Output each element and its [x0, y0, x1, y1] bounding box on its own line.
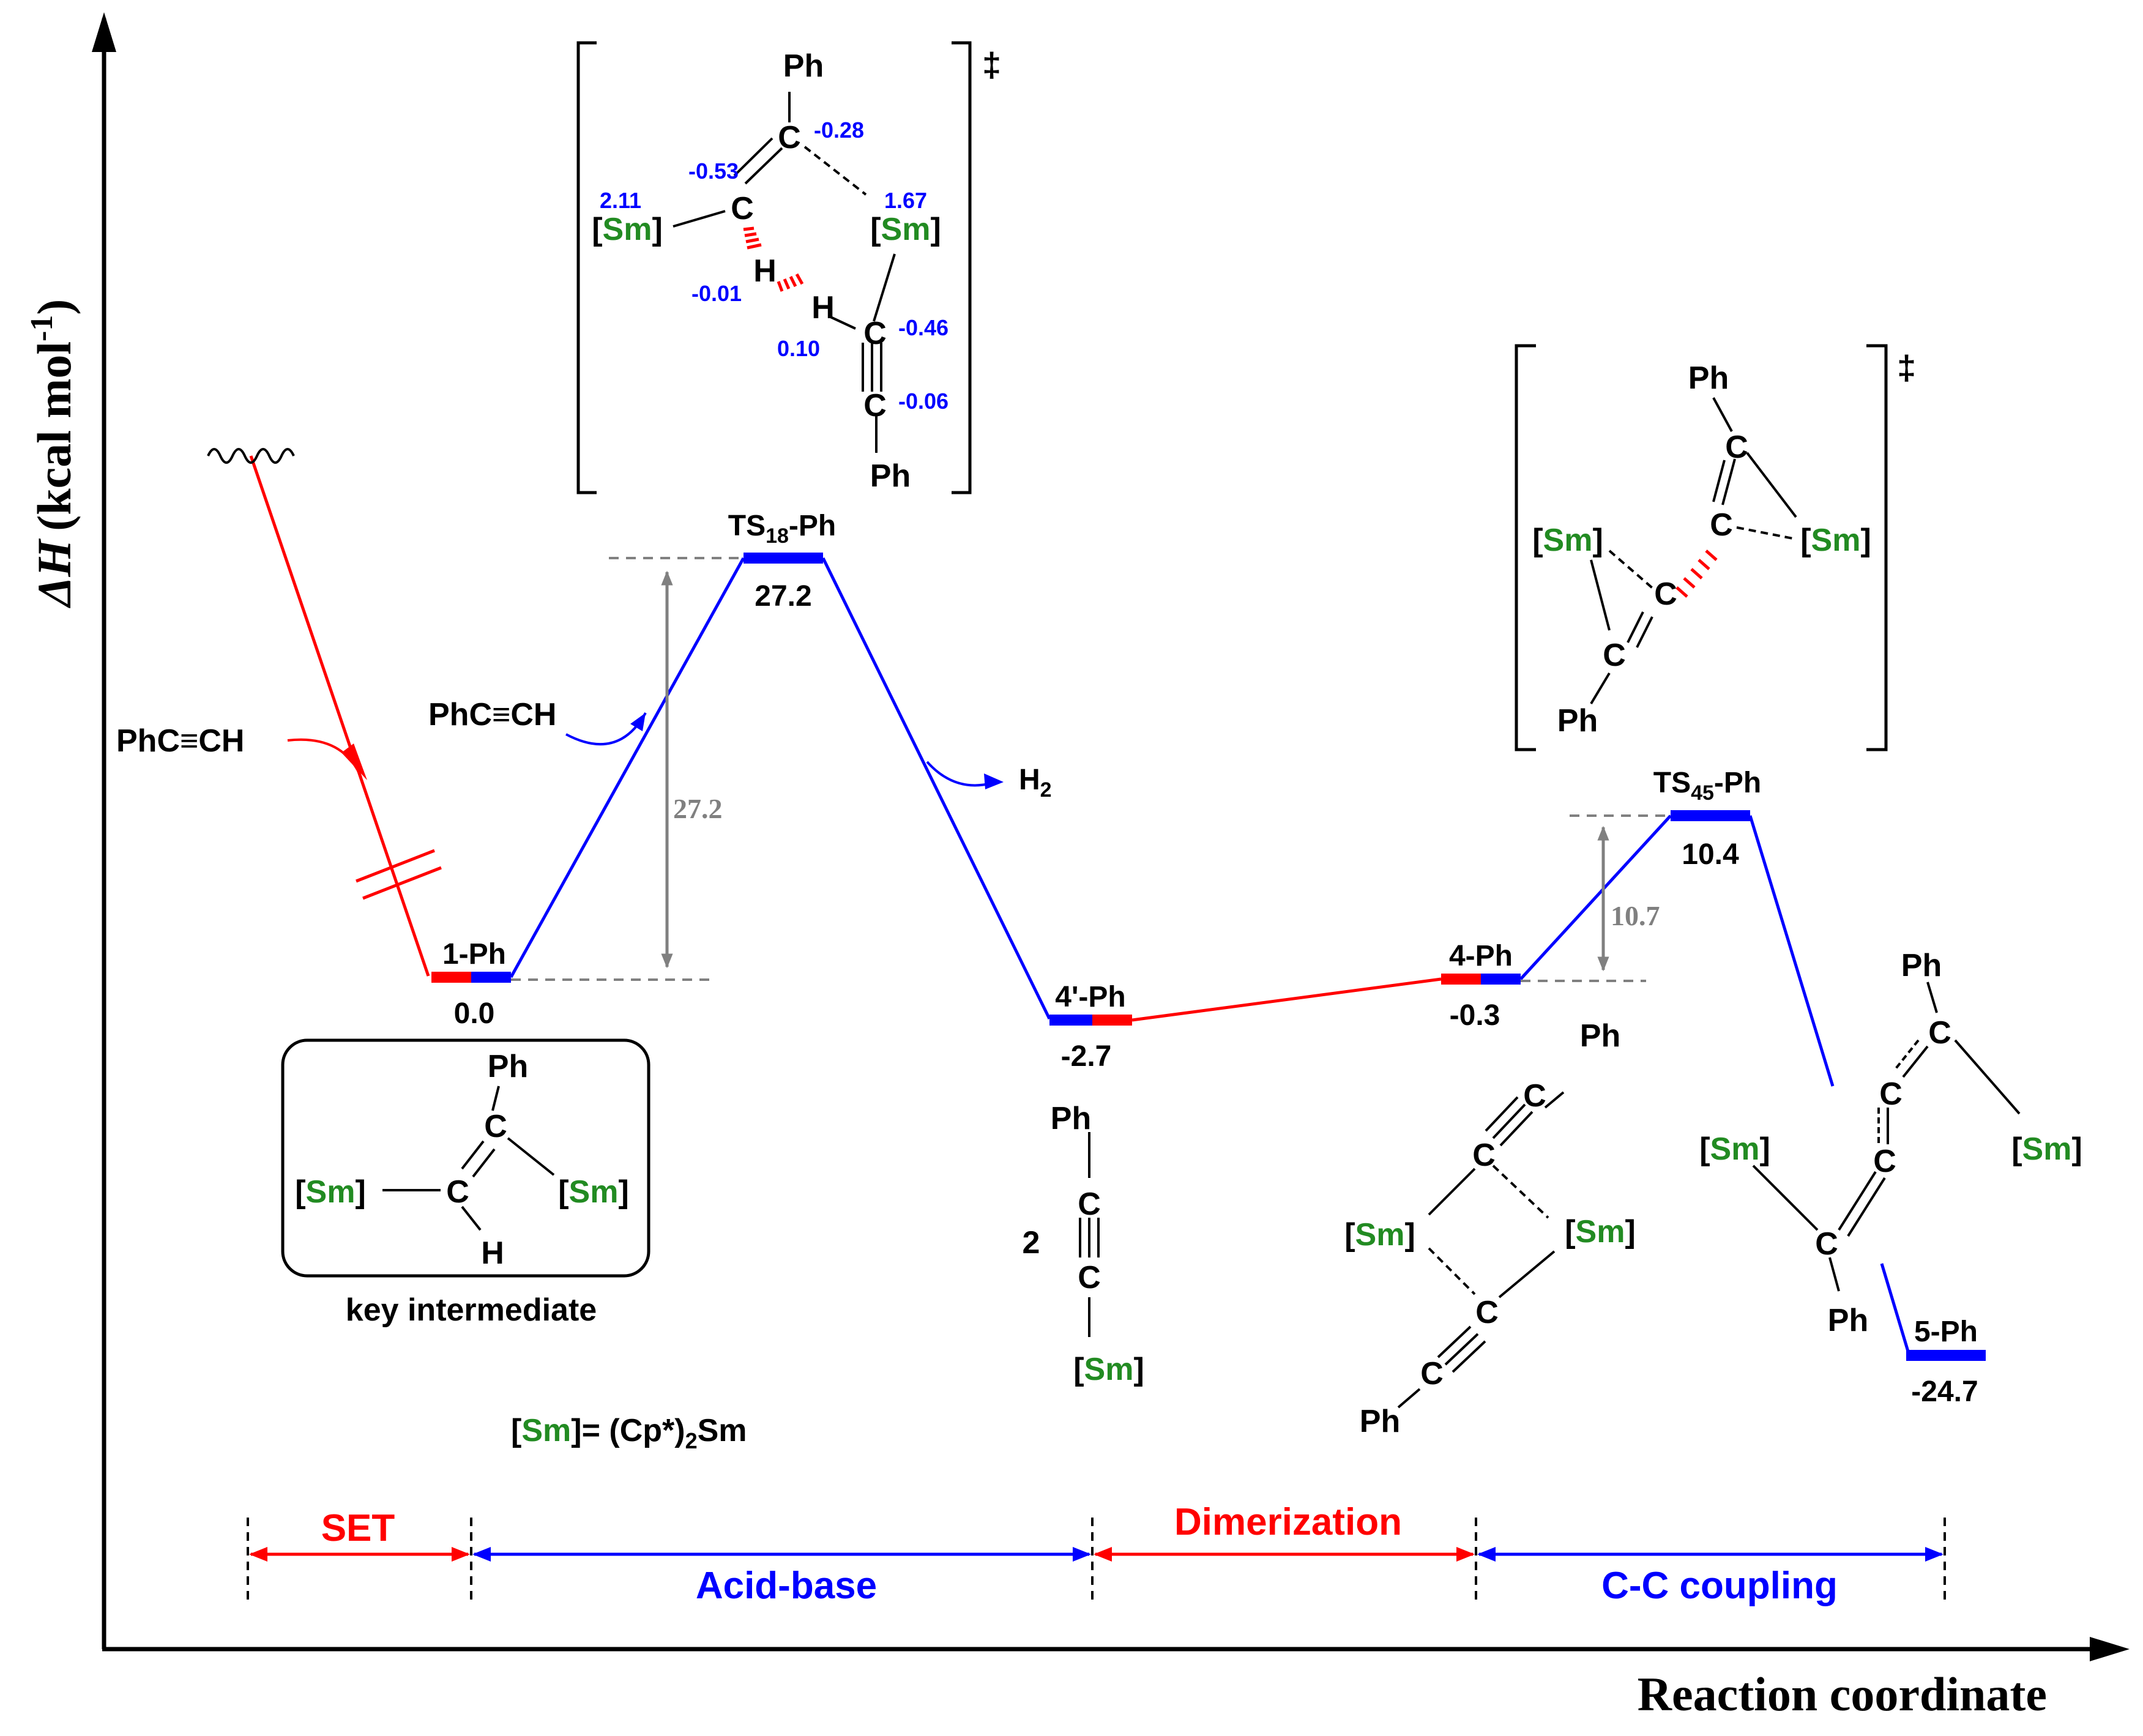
svg-text:[Sm]: [Sm]: [295, 1174, 366, 1210]
svg-text:C: C: [1475, 1295, 1499, 1330]
svg-text:C: C: [1873, 1144, 1896, 1179]
svg-text:-0.01: -0.01: [691, 281, 742, 306]
barrier-value-acid-base: 27.2: [673, 793, 723, 824]
svg-text:[Sm]: [Sm]: [870, 212, 941, 247]
svg-text:C: C: [484, 1109, 507, 1144]
svg-text:[Sm]: [Sm]: [1532, 523, 1603, 558]
svg-text:H: H: [811, 290, 835, 326]
ts45-structure: ‡ Ph C C C C Ph [Sm] [Sm]: [1515, 344, 1916, 751]
svg-text:-0.28: -0.28: [814, 117, 864, 143]
svg-text:[Sm]: [Sm]: [2011, 1131, 2082, 1167]
svg-text:C: C: [446, 1174, 469, 1210]
svg-text:-0.46: -0.46: [898, 315, 949, 340]
svg-text:C: C: [1654, 576, 1677, 612]
phase-bar: SET Acid-base Dimerization C-C coupling: [247, 1501, 1946, 1607]
svg-text:[Sm]: [Sm]: [558, 1174, 629, 1210]
ts18-double-dagger: ‡: [982, 45, 1001, 84]
svg-text:Ph: Ph: [1688, 360, 1729, 396]
barrier-value-coupling: 10.7: [1611, 900, 1660, 931]
key-intermediate-caption: key intermediate: [346, 1292, 597, 1328]
svg-text:Ph: Ph: [1580, 1018, 1620, 1054]
reagent-alkyne-mid: PhC≡CH: [428, 697, 556, 732]
svg-text:C: C: [731, 191, 754, 226]
svg-text:C: C: [1078, 1187, 1101, 1222]
svg-text:[Sm]: [Sm]: [592, 212, 663, 247]
level-labels: 1-Ph 0.0 TS18-Ph 27.2 4'-Ph -2.7 4-Ph -0…: [442, 510, 1978, 1408]
svg-text:H: H: [753, 253, 777, 289]
svg-text:C: C: [778, 120, 801, 155]
svg-text:C: C: [863, 388, 887, 423]
monomer-structure: Ph C C 2 [Sm]: [1023, 1101, 1144, 1387]
svg-text:H: H: [481, 1235, 504, 1271]
energy-4-ph: -0.3: [1450, 999, 1500, 1032]
label-ts18-ph: TS18-Ph: [728, 510, 837, 548]
label-1-ph: 1-Ph: [442, 938, 506, 970]
energy-1-ph: 0.0: [454, 997, 495, 1030]
phase-dimerization: Dimerization: [1174, 1501, 1402, 1543]
svg-text:C: C: [1725, 430, 1748, 465]
phase-coupling: C-C coupling: [1601, 1565, 1838, 1607]
y-axis-label: ΔH(kcal mol-1): [24, 299, 81, 609]
reagent-h2: H2: [1019, 764, 1052, 802]
label-5-ph: 5-Ph: [1914, 1316, 1978, 1348]
svg-text:[Sm]: [Sm]: [1073, 1352, 1144, 1387]
set-arrow-tip: [341, 743, 367, 780]
svg-text:Ph: Ph: [1828, 1303, 1868, 1338]
svg-text:C: C: [1815, 1226, 1838, 1262]
energy-ts18-ph: 27.2: [755, 580, 811, 613]
axes: ΔH(kcal mol-1) Reaction coordinate: [24, 12, 2130, 1721]
reagent-alkyne-left: PhC≡CH: [116, 723, 244, 759]
svg-text:C: C: [1603, 638, 1626, 673]
svg-text:Ph: Ph: [1901, 948, 1942, 983]
svg-text:-0.53: -0.53: [688, 158, 739, 184]
phase-acid-base: Acid-base: [696, 1565, 877, 1607]
svg-text:[Sm]: [Sm]: [1800, 523, 1871, 558]
svg-text:Ph: Ph: [1051, 1101, 1091, 1136]
svg-text:Ph: Ph: [1557, 703, 1598, 739]
phase-set: SET: [321, 1507, 395, 1549]
svg-text:Ph: Ph: [488, 1049, 528, 1084]
ts18-structure: ‡ Ph C C H H C C Ph [Sm]: [576, 41, 1001, 494]
svg-text:[Sm]: [Sm]: [1565, 1214, 1636, 1250]
svg-text:C: C: [1420, 1356, 1444, 1391]
label-ts45-ph: TS45-Ph: [1653, 767, 1762, 805]
svg-text:C: C: [1710, 507, 1733, 543]
svg-text:C: C: [1523, 1078, 1546, 1114]
svg-text:-0.06: -0.06: [898, 389, 949, 414]
svg-text:Ph: Ph: [1360, 1404, 1400, 1439]
label-4-ph: 4-Ph: [1449, 940, 1513, 972]
x-axis-label: Reaction coordinate: [1638, 1667, 2047, 1721]
energy-5-ph: -24.7: [1911, 1376, 1978, 1408]
svg-text:C: C: [863, 316, 887, 351]
product-structure: Ph C C C C Ph [Sm] [Sm]: [1699, 948, 2082, 1338]
svg-text:2: 2: [1023, 1225, 1040, 1261]
ts45-double-dagger: ‡: [1897, 348, 1916, 387]
svg-text:Ph: Ph: [870, 458, 911, 494]
set-path: [249, 455, 430, 977]
dimer-structure: Ph C C [Sm] [Sm] C C Ph: [1344, 1018, 1636, 1439]
energy-profile: [207, 448, 1986, 1361]
sm-definition: [Sm]= (Cp*)2Sm: [511, 1413, 747, 1453]
energy-ts45-ph: 10.4: [1682, 838, 1739, 871]
svg-text:Ph: Ph: [783, 48, 824, 84]
energy-4prime-ph: -2.7: [1061, 1040, 1112, 1073]
squiggle: [207, 448, 295, 464]
svg-text:[Sm]: [Sm]: [1699, 1131, 1770, 1167]
svg-text:2.11: 2.11: [600, 188, 641, 213]
svg-text:[Sm]: [Sm]: [1344, 1217, 1415, 1253]
svg-text:C: C: [1928, 1015, 1951, 1051]
svg-text:C: C: [1078, 1260, 1101, 1295]
svg-text:C: C: [1879, 1076, 1903, 1112]
label-4prime-ph: 4'-Ph: [1055, 981, 1125, 1013]
svg-text:C: C: [1472, 1138, 1496, 1173]
key-intermediate: Ph C C H [Sm] [Sm] key intermediate: [281, 1038, 650, 1328]
svg-text:1.67: 1.67: [884, 188, 927, 213]
svg-text:0.10: 0.10: [777, 336, 820, 361]
